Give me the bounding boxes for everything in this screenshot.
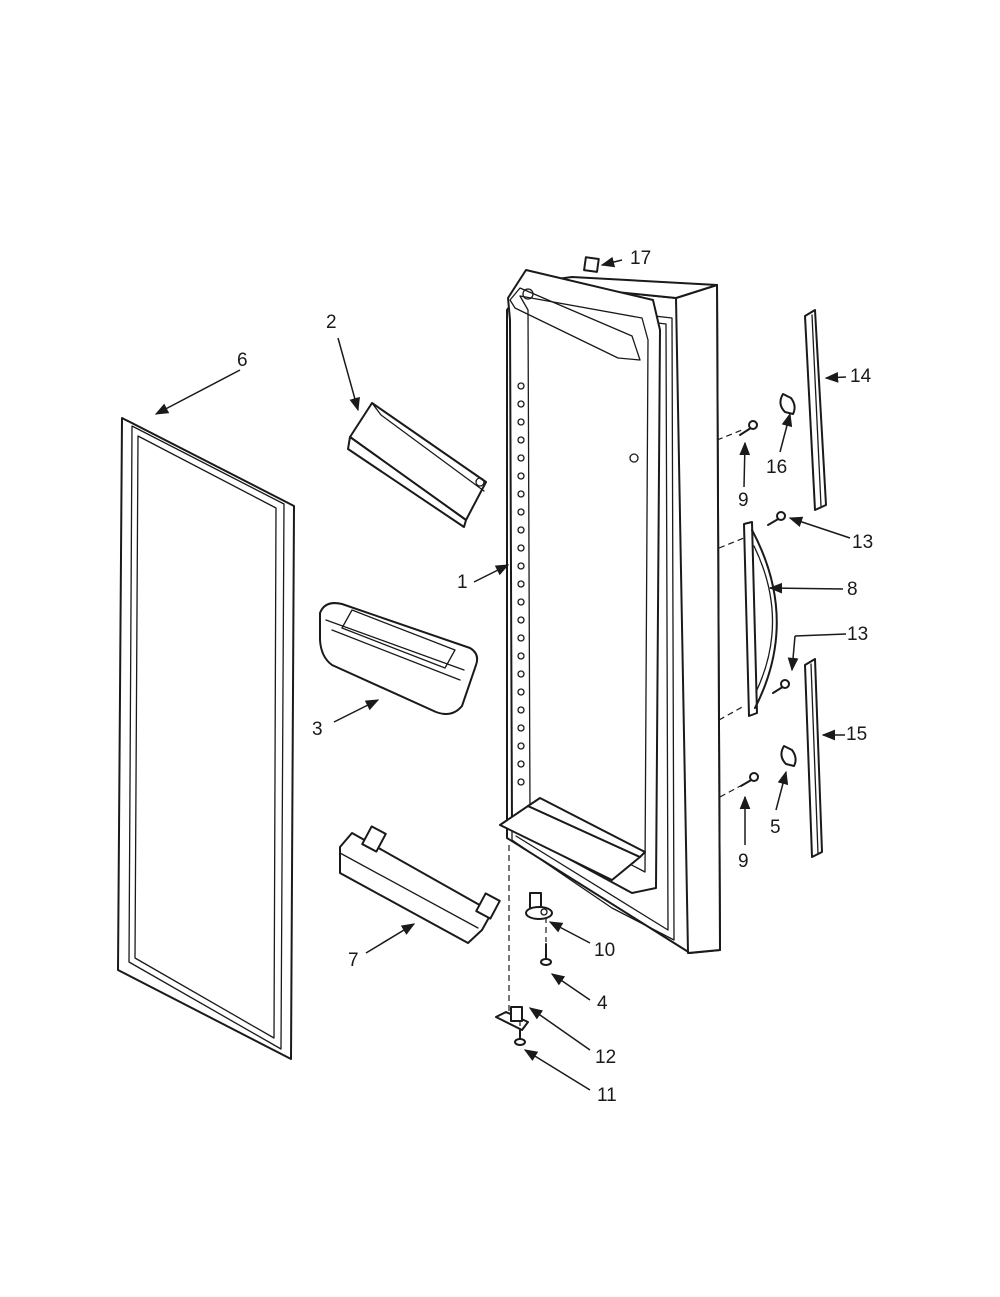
callout-2: 2 <box>326 312 337 333</box>
callout-3: 3 <box>312 719 323 740</box>
callout-11: 11 <box>597 1085 617 1106</box>
screw-upper-9 <box>739 420 758 436</box>
door-assembly <box>499 269 721 954</box>
callout-15: 15 <box>846 724 867 745</box>
callout-13-upper: 13 <box>852 532 873 553</box>
callout-13-lower: 13 <box>847 624 868 645</box>
callout-6: 6 <box>237 350 248 371</box>
callout-9-upper: 9 <box>738 490 749 511</box>
hinge-bolt <box>514 1029 526 1046</box>
hinge-bracket <box>495 1006 529 1031</box>
callout-17: 17 <box>630 248 651 269</box>
screw-lower-13 <box>772 679 790 694</box>
callout-9-lower: 9 <box>738 851 749 872</box>
screw-lower-9 <box>740 772 759 787</box>
door-bin <box>319 602 479 715</box>
callout-14: 14 <box>850 366 872 387</box>
hinge-pin <box>525 892 553 920</box>
upper-trim-strip <box>804 309 827 511</box>
lower-door-bin <box>339 825 501 944</box>
screw-upper-13 <box>767 511 786 526</box>
hinge-screw <box>540 943 552 966</box>
lower-clip <box>780 745 797 767</box>
callout-12: 12 <box>595 1047 616 1068</box>
callout-1: 1 <box>457 572 468 593</box>
callout-8: 8 <box>847 579 858 600</box>
upper-clip <box>779 393 796 415</box>
callout-5: 5 <box>770 817 781 838</box>
door-handle <box>743 521 778 717</box>
callout-4: 4 <box>597 993 608 1014</box>
top-plug <box>583 256 600 273</box>
shelf-rail-holes <box>517 382 525 786</box>
lower-trim-strip <box>804 658 823 858</box>
callout-10: 10 <box>594 940 615 961</box>
callout-16: 16 <box>766 457 787 478</box>
shelf-cover <box>347 402 487 528</box>
door-gasket <box>117 417 295 1060</box>
callout-7: 7 <box>348 950 359 971</box>
